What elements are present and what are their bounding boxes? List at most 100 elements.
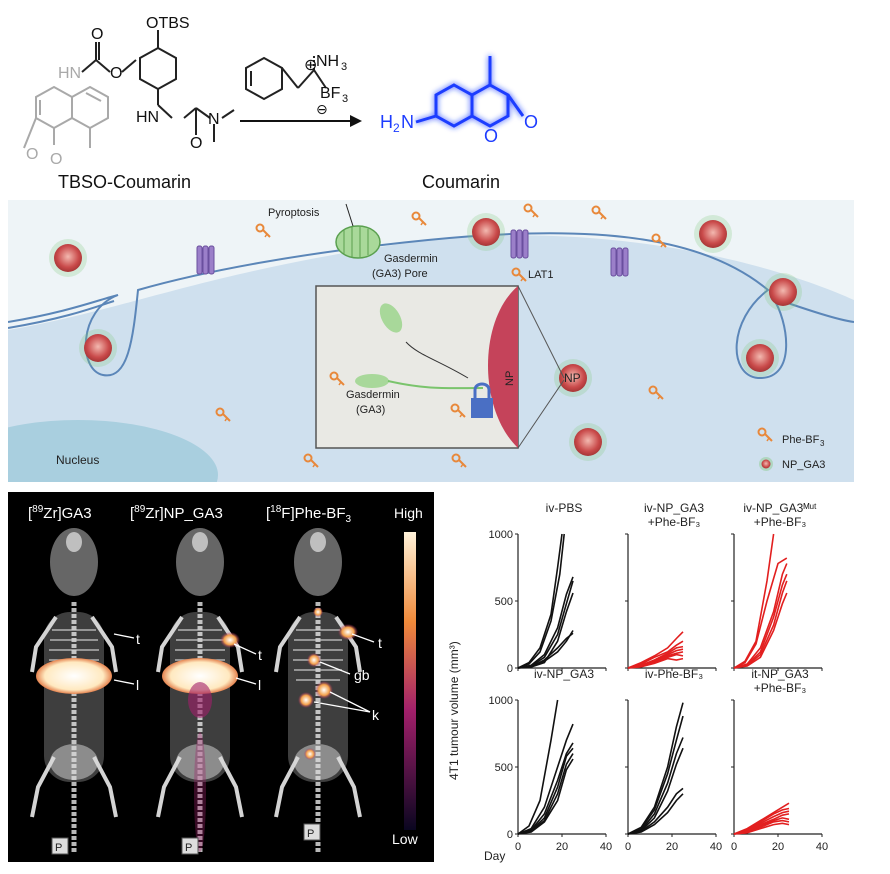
reactant-nme2	[213, 109, 235, 142]
growth-curve	[517, 533, 563, 669]
scale-high-label: High	[394, 505, 423, 521]
x-tick-label: 0	[515, 841, 521, 853]
np-ga3-particle	[569, 423, 607, 461]
annotation-l: l	[258, 677, 261, 693]
liver-signal-1	[36, 658, 112, 694]
product-h-sub: 2	[393, 121, 400, 135]
growth-curve	[627, 702, 684, 835]
tumour-growth-charts: 4T1 tumour volume (mm³) Day 0 500 1000 iv-P…	[447, 501, 828, 863]
np-ga3-particle	[764, 273, 802, 311]
x-tick-label: 20	[556, 841, 568, 853]
panel-subtitle: +Phe-BF₃	[754, 515, 807, 529]
np-surface-label: NP	[504, 371, 516, 386]
reagent-bf-sub: 3	[342, 93, 348, 105]
reagent-bf: BF	[320, 85, 341, 102]
gasdermin-pore-label-1: Gasdermin	[384, 253, 438, 265]
legend-phe-bf3: Phe-BF	[782, 434, 820, 446]
np-surface	[488, 286, 518, 448]
growth-curve	[733, 822, 790, 835]
annotation-t: t	[378, 635, 382, 651]
panel-title: iv-Phe-BF₃	[645, 667, 703, 681]
np-ga3-particle	[467, 213, 505, 251]
reactant-coumarin-core	[23, 85, 109, 149]
x-tick-label: 40	[816, 841, 828, 853]
growth-curve	[517, 580, 574, 669]
annotation-t: t	[136, 631, 140, 647]
growth-curve	[517, 753, 574, 835]
product-h: H	[380, 112, 393, 132]
membrane-inner	[8, 300, 115, 329]
annotation-arrows	[113, 633, 375, 713]
nucleus-label: Nucleus	[56, 453, 99, 467]
zoom-line-top	[517, 285, 565, 379]
bladder-signal-3	[304, 748, 316, 760]
kidney-signal-3a	[315, 681, 333, 699]
legend-phe-bf3-sub: 3	[820, 439, 825, 448]
annotation-gb: gb	[354, 667, 370, 683]
product-o2: O	[524, 112, 538, 132]
np-ga3-particle	[694, 215, 732, 253]
liver-signal-2	[162, 658, 238, 694]
peptide-linker	[387, 380, 484, 390]
pyroptosis-label: Pyroptosis	[268, 207, 320, 219]
gasdermin-pore	[335, 225, 381, 259]
svg-text:P: P	[185, 842, 192, 854]
kidney-signal-3b	[298, 692, 314, 708]
panel-title: it-NP_GA3	[751, 667, 809, 681]
product-name: Coumarin	[422, 172, 500, 192]
reagent-plus: ⊕	[304, 57, 317, 74]
y-tick-label: 0	[507, 663, 513, 675]
growth-curve	[627, 657, 684, 669]
svg-text:P: P	[307, 828, 314, 840]
scale-low-label: Low	[392, 831, 419, 847]
spine-signal-2	[194, 732, 206, 852]
growth-panel: iv-NP_GA3ᴹᵘᵗ+Phe-BF₃	[731, 501, 823, 671]
growth-curve	[733, 592, 788, 669]
cell-diagram: Nucleus Pyroptosis Gasdermin (GA3) Pore …	[8, 200, 854, 482]
release-arrow	[405, 341, 469, 379]
np-ga3-particle	[741, 339, 779, 377]
reactant-name: TBSO-Coumarin	[58, 172, 191, 192]
reactant-linker	[81, 30, 211, 135]
y-axis-label: 4T1 tumour volume (mm³)	[447, 641, 461, 780]
p-marker: P	[51, 837, 69, 855]
nucleus	[8, 420, 218, 482]
x-tick-label: 0	[625, 841, 631, 853]
reactant-amide-o: O	[190, 135, 202, 152]
growth-curve	[627, 631, 684, 669]
inset-gasdermin-label-2: (GA3)	[356, 404, 385, 416]
released-gasdermin	[379, 303, 403, 333]
reactant-ester-o: O	[110, 65, 122, 82]
panel-title: iv-NP_GA3ᴹᵘᵗ	[743, 501, 817, 515]
growth-curve	[733, 557, 788, 669]
x-axis-label: Day	[484, 849, 505, 863]
gallbladder-signal-3	[307, 653, 321, 667]
reactant-o2: O	[26, 146, 38, 163]
panel-title: iv-NP_GA3	[644, 501, 704, 515]
growth-curve	[517, 758, 574, 835]
reagent-nh: NH	[316, 53, 339, 70]
annotation-k: k	[372, 707, 380, 723]
growth-curve	[627, 648, 684, 669]
lat1-transporters	[196, 229, 629, 277]
x-tick-label: 0	[731, 841, 737, 853]
pet-imaging-panel: [89Zr]GA3 [89Zr]NP_GA3 [18F]Phe-BF3 High…	[8, 492, 434, 862]
panel-subtitle: +Phe-BF₃	[648, 515, 701, 529]
legend-np-ga3: NP_GA3	[782, 459, 825, 471]
pet-title-1: [89Zr]GA3	[28, 504, 92, 522]
lat1-label: LAT1	[528, 269, 553, 281]
growth-curve	[733, 802, 790, 835]
product-structure	[415, 56, 525, 128]
inset-gasdermin-label-1: Gasdermin	[346, 389, 400, 401]
mechanism-inset	[315, 285, 519, 449]
y-tick-label: 500	[495, 596, 513, 608]
x-tick-label: 40	[710, 841, 722, 853]
growth-panel: iv-NP_GA3+Phe-BF₃	[625, 501, 717, 671]
pet-title-3: [18F]Phe-BF3	[266, 504, 351, 525]
reagent-nh-sub: 3	[341, 61, 347, 73]
panel-title: iv-NP_GA3	[534, 667, 594, 681]
y-tick-label: 1000	[489, 529, 513, 541]
